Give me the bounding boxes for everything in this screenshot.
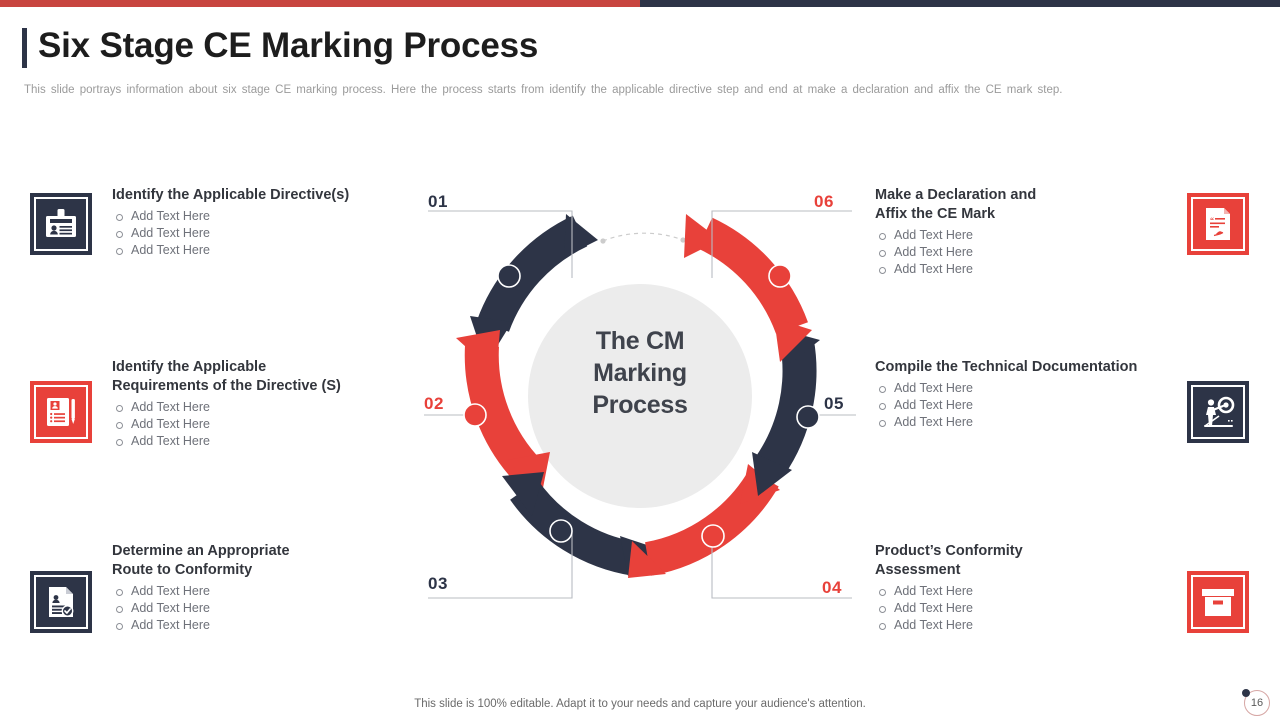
step-heading-line-2: Requirements of the Directive (S) — [112, 378, 341, 394]
step-heading-line-1: Identify the Applicable — [112, 359, 267, 375]
icon-frame — [30, 193, 92, 255]
icon-frame — [30, 381, 92, 443]
document-approved-icon — [49, 587, 74, 617]
step-block-05: Compile the Technical Documentation Add … — [875, 358, 1195, 431]
step-heading-02: Identify the Applicable Requirements of … — [112, 358, 432, 396]
ring-center-line-2: Marking — [593, 359, 687, 387]
clipboard-checklist-icon — [47, 398, 75, 426]
bullet-item: Add Text Here — [875, 600, 1195, 617]
ring-center-line-1: The CM — [595, 327, 685, 355]
ring-number-03: 03 — [428, 574, 448, 593]
topbar-accent-navy — [640, 0, 1280, 7]
bullet-item: Add Text Here — [112, 399, 432, 416]
ring-gap-dashed-arc — [602, 232, 684, 242]
step-heading-01: Identify the Applicable Directive(s) — [112, 187, 350, 203]
step-bullets-03: Add Text Here Add Text Here Add Text Her… — [112, 583, 432, 634]
process-ring-diagram — [424, 210, 856, 599]
svg-text:“: “ — [1210, 216, 1214, 225]
step-bullets-04: Add Text Here Add Text Here Add Text Her… — [875, 583, 1195, 634]
ring-center-disc — [528, 284, 752, 508]
step-block-01: Identify the Applicable Directive(s) Add… — [112, 186, 432, 259]
bullet-item: Add Text Here — [875, 261, 1195, 278]
ring-gap-dot-left — [600, 238, 606, 244]
step-block-02: Identify the Applicable Requirements of … — [112, 358, 432, 450]
bullet-item: Add Text Here — [112, 225, 432, 242]
step-heading-line-1: Product’s Conformity — [875, 543, 1023, 559]
icon-frame — [30, 571, 92, 633]
step-heading-04: Product’s Conformity Assessment — [875, 542, 1195, 580]
step-heading-06: Make a Declaration and Affix the CE Mark — [875, 186, 1195, 224]
step-heading-05: Compile the Technical Documentation — [875, 359, 1138, 375]
step-bullets-02: Add Text Here Add Text Here Add Text Her… — [112, 399, 432, 450]
step-bullets-01: Add Text Here Add Text Here Add Text Her… — [112, 208, 432, 259]
ring-connector-03 — [428, 519, 573, 599]
icon-frame — [1187, 381, 1249, 443]
ring-center-line-3: Process — [592, 391, 688, 419]
ring-number-02: 02 — [424, 394, 444, 413]
step-block-03: Determine an Appropriate Route to Confor… — [112, 542, 432, 634]
step-block-04: Product’s Conformity Assessment Add Text… — [875, 542, 1195, 634]
id-badge-icon — [46, 209, 76, 237]
step-bullets-06: Add Text Here Add Text Here Add Text Her… — [875, 227, 1195, 278]
bullet-item: Add Text Here — [875, 617, 1195, 634]
step-icon-04[interactable] — [1187, 571, 1249, 633]
ring-number-05: 05 — [824, 394, 844, 413]
bullet-item: Add Text Here — [112, 242, 432, 259]
ring-connector-06 — [711, 210, 852, 288]
page-number-badge: 16 — [1242, 689, 1270, 716]
step-heading-line-2: Assessment — [875, 562, 961, 578]
step-heading-line-1: Determine an Appropriate — [112, 543, 290, 559]
ring-number-01: 01 — [428, 192, 448, 211]
ring-connector-05 — [796, 405, 856, 429]
step-heading-03: Determine an Appropriate Route to Confor… — [112, 542, 432, 580]
step-heading-line-2: Route to Conformity — [112, 562, 253, 578]
step-icon-03[interactable] — [30, 571, 92, 633]
archive-box-icon — [1202, 589, 1234, 616]
engineer-gear-icon — [1204, 396, 1235, 427]
ring-connector-01 — [428, 210, 573, 288]
ring-connector-02 — [424, 403, 487, 427]
ring-connector-04 — [701, 524, 852, 599]
bullet-item: Add Text Here — [112, 600, 432, 617]
step-heading-line-2: Affix the CE Mark — [875, 206, 996, 222]
page-subtitle: This slide portrays information about si… — [24, 84, 1063, 96]
footer-note: This slide is 100% editable. Adapt it to… — [414, 698, 866, 710]
step-bullets-05: Add Text Here Add Text Here Add Text Her… — [875, 380, 1195, 431]
step-icon-06[interactable]: “ — [1187, 193, 1249, 255]
page-badge-dot — [1242, 689, 1250, 697]
topbar-accent-red — [0, 0, 640, 7]
step-heading-line-1: Make a Declaration and — [875, 187, 1037, 203]
bullet-item: Add Text Here — [875, 244, 1195, 261]
page-title: Six Stage CE Marking Process — [38, 26, 539, 65]
ring-gap-dot-right — [680, 237, 686, 243]
page-number: 16 — [1250, 697, 1264, 709]
icon-frame — [1187, 571, 1249, 633]
bullet-item: Add Text Here — [112, 208, 432, 225]
bullet-item: Add Text Here — [875, 397, 1195, 414]
bullet-item: Add Text Here — [875, 380, 1195, 397]
bullet-item: Add Text Here — [112, 583, 432, 600]
bullet-item: Add Text Here — [112, 416, 432, 433]
bullet-item: Add Text Here — [112, 617, 432, 634]
bullet-item: Add Text Here — [875, 583, 1195, 600]
ring-center-label: The CM Marking Process — [540, 325, 740, 421]
ring-arrow-06[interactable] — [684, 214, 812, 362]
icon-frame — [1187, 193, 1249, 255]
step-icon-05[interactable] — [1187, 381, 1249, 443]
bullet-item: Add Text Here — [875, 414, 1195, 431]
ring-number-04: 04 — [822, 578, 842, 597]
title-rule — [22, 28, 27, 68]
bullet-item: Add Text Here — [112, 433, 432, 450]
bullet-item: Add Text Here — [875, 227, 1195, 244]
certificate-document-icon: “ — [1206, 208, 1230, 240]
step-icon-02[interactable] — [30, 381, 92, 443]
ring-number-06: 06 — [814, 192, 834, 211]
step-icon-01[interactable] — [30, 193, 92, 255]
step-block-06: Make a Declaration and Affix the CE Mark… — [875, 186, 1195, 278]
